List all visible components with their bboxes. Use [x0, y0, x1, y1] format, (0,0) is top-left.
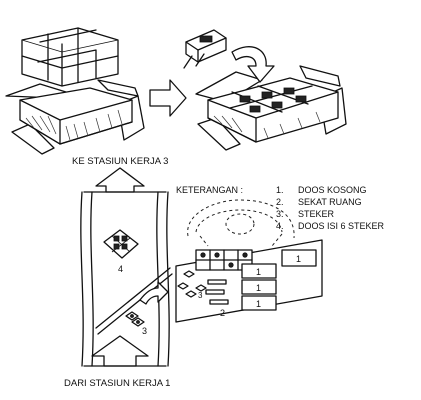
right-arrow-icon — [149, 79, 187, 117]
marker-divider: 2 — [220, 308, 225, 318]
legend-text-4: DOOS ISI 6 STEKER — [298, 221, 385, 231]
up-arrow-icon — [95, 167, 145, 193]
legend-text-3: STEKER — [298, 209, 335, 219]
conveyor-belt — [80, 167, 173, 367]
curved-arrow-icon — [231, 46, 275, 83]
marker-box-a: 1 — [256, 267, 261, 277]
workstation-table — [175, 199, 323, 323]
open-box-with-divider — [5, 27, 145, 155]
conveyor-plugs — [125, 311, 145, 327]
legend-num-4: 4. — [276, 221, 284, 231]
legend-num-2: 2. — [276, 197, 284, 207]
curved-arrow-icon — [139, 281, 169, 305]
legend-text-2: SEKAT RUANG — [298, 197, 362, 207]
legend-text-1: DOOS KOSONG — [298, 185, 367, 195]
marker-steker-group: 3 — [142, 326, 147, 336]
legend-num-3: 3. — [276, 209, 284, 219]
marker-box-d: 1 — [296, 254, 301, 264]
legend-num-1: 1. — [276, 185, 284, 195]
legend-title: KETERANGAN : — [176, 185, 243, 195]
marker-conveyor-box: 4 — [118, 264, 123, 274]
plug-icon — [183, 29, 227, 69]
marker-box-c: 1 — [256, 299, 261, 309]
top-caption: KE STASIUN KERJA 3 — [72, 156, 168, 167]
conveyor-box — [103, 229, 139, 259]
up-arrow-icon — [91, 335, 149, 367]
marker-box-b: 1 — [256, 283, 261, 293]
bottom-caption: DARI STASIUN KERJA 1 — [64, 378, 170, 389]
filled-box — [195, 65, 347, 151]
legend: KETERANGAN : 1. DOOS KOSONG 2. SEKAT RUA… — [176, 185, 385, 231]
marker-steker-small: 3 — [198, 291, 203, 300]
